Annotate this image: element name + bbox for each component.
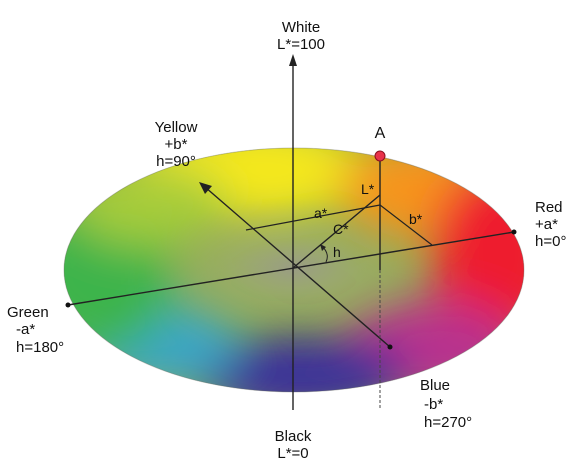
l-axis-arrow bbox=[289, 54, 297, 66]
point-a-label: A bbox=[374, 125, 386, 142]
b-component-line bbox=[379, 204, 433, 246]
yellow-h-value: h=90° bbox=[156, 153, 196, 170]
blue-b-value: -b* bbox=[424, 396, 444, 413]
green-axis-dot bbox=[65, 302, 71, 308]
red-label: Red bbox=[535, 199, 563, 216]
b-axis-line bbox=[204, 186, 391, 348]
white-label: White bbox=[281, 19, 321, 36]
blue-h-value: h=270° bbox=[424, 414, 473, 431]
l-star-label: L* bbox=[361, 181, 375, 197]
green-a-value: -a* bbox=[16, 321, 36, 338]
point-a-marker bbox=[374, 150, 386, 162]
green-h-value: h=180° bbox=[16, 339, 65, 356]
green-label: Green bbox=[7, 304, 49, 321]
a-component-line bbox=[245, 204, 381, 231]
a-axis-line bbox=[67, 231, 515, 306]
red-axis-dot bbox=[511, 229, 517, 235]
yellow-label: Yellow bbox=[154, 119, 198, 136]
black-l-value: L*=0 bbox=[277, 445, 309, 462]
blue-label: Blue bbox=[420, 377, 451, 394]
black-label: Black bbox=[274, 428, 312, 445]
red-h-value: h=0° bbox=[535, 233, 567, 250]
b-axis-arrow bbox=[199, 182, 212, 194]
hue-angle-arrow bbox=[320, 244, 326, 251]
red-a-value: +a* bbox=[535, 216, 558, 233]
blue-axis-dot bbox=[387, 344, 393, 350]
white-l-value: L*=100 bbox=[277, 36, 325, 53]
b-star-label: b* bbox=[409, 211, 423, 227]
a-star-label: a* bbox=[314, 205, 328, 221]
yellow-b-value: +b* bbox=[164, 136, 188, 153]
h-angle-label: h bbox=[333, 244, 341, 260]
c-star-label: C* bbox=[333, 221, 349, 237]
